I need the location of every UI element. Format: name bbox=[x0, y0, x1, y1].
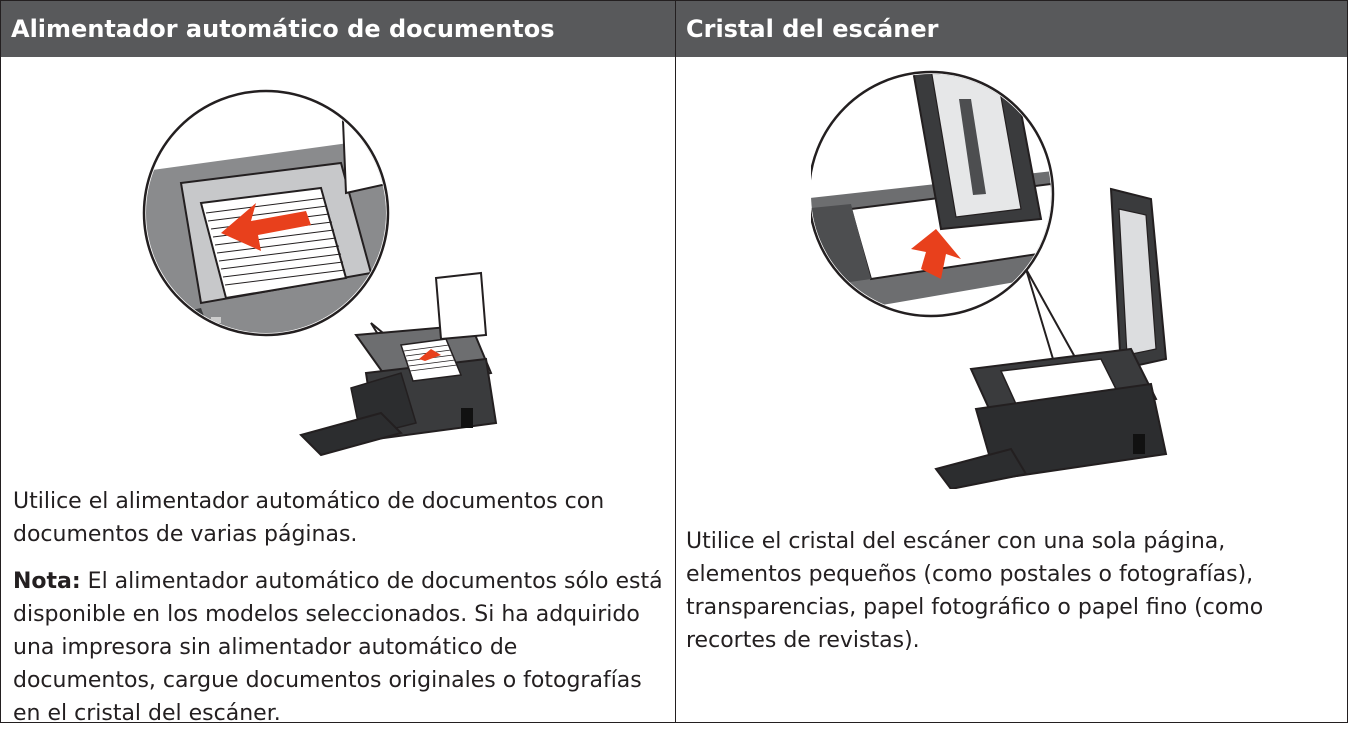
scanner-glass-description: Utilice el cristal del escáner con una s… bbox=[686, 529, 1264, 653]
adf-column: Alimentador automático de documentos bbox=[1, 1, 675, 726]
column-divider bbox=[675, 1, 676, 722]
printer-body bbox=[299, 271, 498, 457]
note-text: El alimentador automático de documentos … bbox=[13, 569, 663, 726]
printer-adf-icon bbox=[142, 89, 498, 457]
scanner-glass-header: Cristal del escáner bbox=[676, 1, 1347, 57]
printer-scanner-glass-icon bbox=[811, 70, 1168, 489]
adf-note: Nota: El alimentador automático de docum… bbox=[13, 565, 665, 730]
note-label: Nota: bbox=[13, 569, 81, 594]
adf-description: Utilice el alimentador automático de doc… bbox=[13, 489, 605, 547]
adf-text-block: Utilice el alimentador automático de doc… bbox=[13, 485, 665, 730]
adf-header: Alimentador automático de documentos bbox=[1, 1, 675, 57]
scanner-glass-text-block: Utilice el cristal del escáner con una s… bbox=[686, 525, 1338, 657]
scanner-glass-column: Cristal del escáner bbox=[676, 1, 1347, 722]
printer-body bbox=[934, 187, 1168, 489]
